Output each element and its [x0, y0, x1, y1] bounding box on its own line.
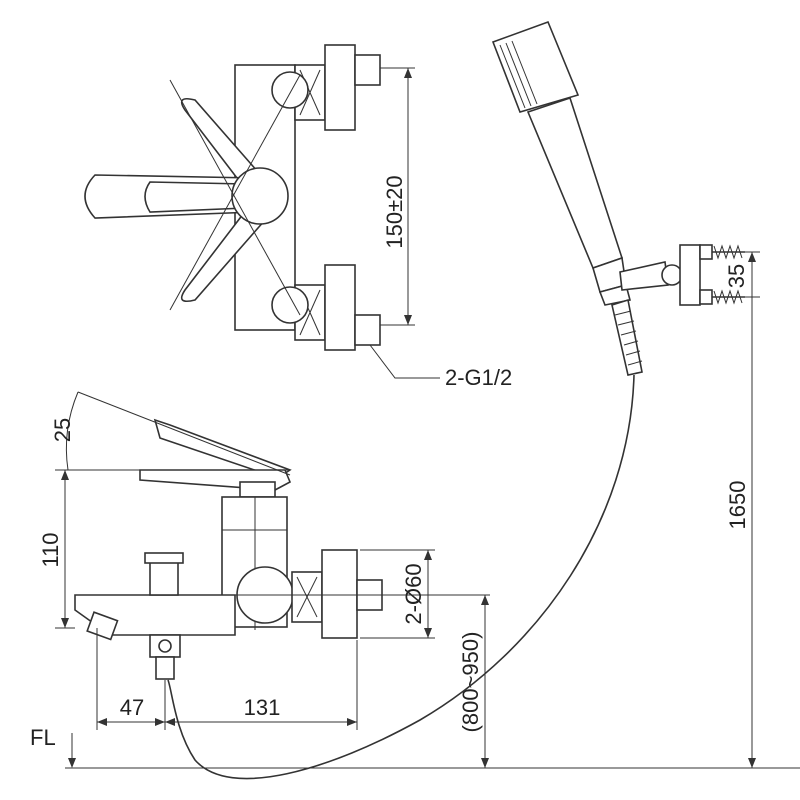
bracket-height-dimension: 1650	[725, 252, 756, 768]
spout-outlet	[86, 611, 119, 641]
bracket-screw-upper	[712, 244, 745, 260]
body-width-label: 131	[244, 695, 281, 720]
shower-hose	[167, 374, 635, 780]
bracket-screw-lower	[712, 289, 745, 305]
lever-hub	[239, 481, 276, 498]
bracket-height-label: 1650	[725, 481, 750, 530]
bracket-spacing-label: 35	[724, 264, 749, 288]
escutcheon	[321, 549, 358, 639]
shower-head	[491, 20, 580, 113]
valve-spacing-dimension: 150±20	[380, 67, 415, 326]
valve-spacing-label: 150±20	[382, 175, 407, 248]
lower-inlet-fitting	[271, 264, 381, 351]
diverter-cap	[144, 552, 184, 564]
lever-height-dimension: 110	[38, 469, 75, 629]
escutcheon-diameter-label: 2-Ø60	[401, 563, 426, 624]
spout-offset-label: 47	[120, 695, 144, 720]
cartridge-cap	[231, 167, 289, 225]
shower-handle	[526, 96, 624, 270]
lever-angle-label: 25	[50, 418, 75, 442]
escutcheon-diameter-dimension: 2-Ø60	[360, 549, 435, 639]
diverter-stem	[149, 559, 179, 596]
mixer-top-view: 150±20 2-G1/2	[84, 44, 512, 390]
hose-connector	[611, 298, 643, 376]
install-height-dimension: (800~950)	[458, 595, 489, 768]
hand-shower	[491, 20, 643, 376]
floor-reference: FL	[30, 725, 800, 769]
horizontal-dimensions: 47 131	[96, 628, 358, 730]
lever-height-label: 110	[38, 532, 63, 567]
wall-bracket: 35	[619, 244, 760, 306]
lever-rotated-down	[180, 203, 267, 303]
lever-rotated-up	[180, 97, 267, 197]
inlet-thread-label: 2-G1/2	[445, 365, 512, 390]
install-height-label: (800~950)	[458, 632, 483, 733]
lever-angle-dimension: 25	[50, 391, 291, 476]
floor-label: FL	[30, 725, 56, 750]
upper-inlet-fitting	[271, 44, 381, 131]
hose-threaded-tip	[155, 656, 175, 680]
mixer-front-view	[74, 418, 490, 680]
inlet-thread-callout: 2-G1/2	[369, 344, 512, 390]
